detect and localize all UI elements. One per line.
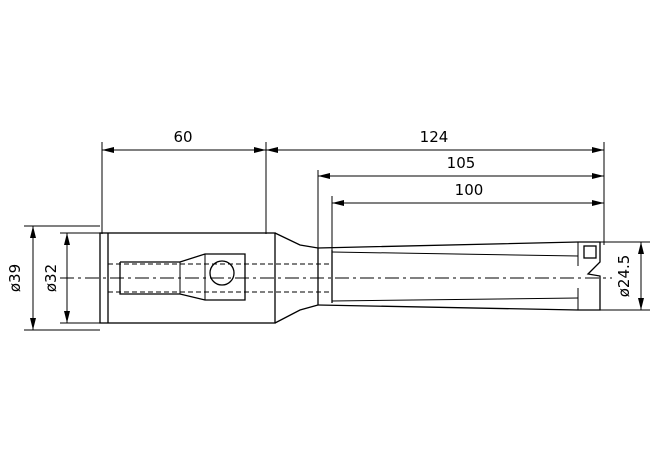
dim-tip-diameter-label: ø24.5 [615, 255, 633, 298]
dim-shank-diameter-label: ø32 [42, 264, 60, 292]
dim-tip-diameter: ø24.5 [600, 241, 650, 311]
shank-body [99, 232, 276, 324]
dim-overall-length: 124 [266, 128, 605, 245]
dim-length-100-label: 100 [455, 181, 484, 199]
dim-shank-length-label: 60 [173, 128, 192, 146]
dim-flange-diameter-label: ø39 [6, 264, 24, 292]
neck [274, 232, 319, 324]
clamp-slot [119, 253, 246, 301]
dim-length-105: 105 [317, 154, 604, 248]
dim-length-105-label: 105 [447, 154, 476, 172]
dim-length-100: 100 [331, 181, 604, 250]
dim-overall-length-label: 124 [420, 128, 449, 146]
dim-flange-diameter: ø39 [6, 225, 100, 331]
insert-pocket [583, 245, 597, 259]
dim-shank-length: 60 [101, 128, 267, 234]
drill-body [317, 241, 601, 311]
coolant-bore [108, 263, 330, 293]
set-screw-icon [209, 260, 235, 286]
dim-shank-diameter: ø32 [42, 232, 100, 324]
